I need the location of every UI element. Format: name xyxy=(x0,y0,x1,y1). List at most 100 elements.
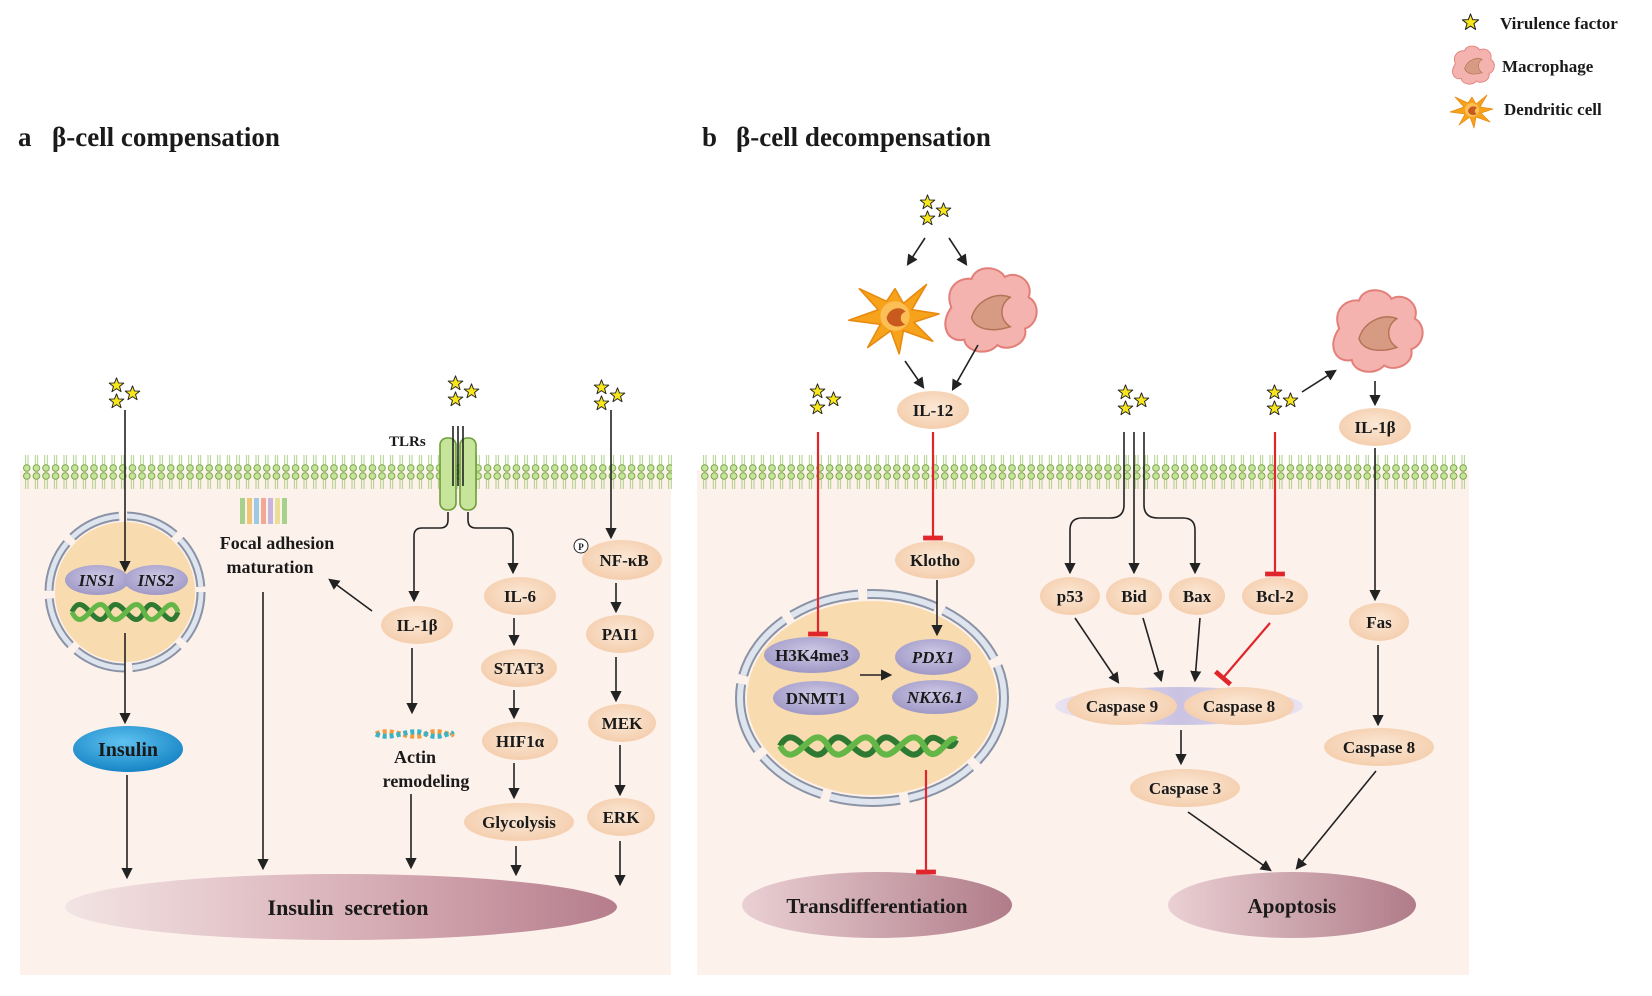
il1b-label-a: IL-1β xyxy=(396,616,437,635)
virulence-cluster-b3 xyxy=(1267,385,1298,415)
bid-node xyxy=(1106,577,1162,615)
glycolysis-node xyxy=(464,803,574,841)
virulence-cluster-b2 xyxy=(1118,385,1149,415)
caspase8-right-label: Caspase 8 xyxy=(1343,738,1415,757)
nkx61-node xyxy=(892,680,978,714)
apoptosis-node xyxy=(1168,872,1416,938)
apoptosis-label: Apoptosis xyxy=(1248,894,1337,918)
dnmt1-label: DNMT1 xyxy=(786,689,846,708)
caspase8-right-node xyxy=(1324,728,1434,766)
pai1-node xyxy=(586,615,654,653)
macrophage-cell-right xyxy=(1332,289,1424,373)
gene-ins1 xyxy=(65,565,129,595)
h3k4me3-node xyxy=(764,637,860,673)
bid-label: Bid xyxy=(1121,587,1147,606)
glycolysis-label: Glycolysis xyxy=(482,813,556,832)
tlr-receptor xyxy=(439,426,477,511)
caspase3-node xyxy=(1130,769,1240,807)
focal-adhesion-icon xyxy=(240,498,287,524)
ins1-label: INS1 xyxy=(78,571,116,590)
dnmt1-node xyxy=(773,681,859,715)
virulence-cluster-b1 xyxy=(810,384,841,414)
il12-node xyxy=(897,391,969,429)
phospho-icon xyxy=(573,538,589,554)
transdifferentiation-label: Transdifferentiation xyxy=(786,894,968,918)
tlrs-label: TLRs xyxy=(389,434,426,450)
bax-label: Bax xyxy=(1183,587,1212,606)
legend-virulence-label: Virulence factor xyxy=(1500,14,1618,33)
actin-label-1: Actin xyxy=(394,747,436,767)
ins2-label: INS2 xyxy=(137,571,175,590)
bcl2-label: Bcl-2 xyxy=(1256,587,1294,606)
il1b-node-a xyxy=(381,606,453,644)
panel-a-arrows xyxy=(119,410,626,887)
focal-adhesion-label-2: maturation xyxy=(227,557,314,577)
caspase9-node xyxy=(1067,687,1177,725)
nfkb-label: NF-κB xyxy=(599,551,648,570)
dendritic-cell xyxy=(848,283,940,355)
virulence-cluster-a1 xyxy=(109,378,140,408)
transdifferentiation-node xyxy=(742,872,1012,938)
panel-b-arrows xyxy=(860,237,1384,872)
caspase8-label: Caspase 8 xyxy=(1203,697,1275,716)
nucleus-a xyxy=(44,511,206,673)
hif1a-node xyxy=(482,722,558,760)
klotho-node xyxy=(895,541,975,579)
dendritic-cell-icon xyxy=(1449,94,1494,129)
p53-node xyxy=(1040,577,1100,615)
p53-label: p53 xyxy=(1057,587,1083,606)
virulence-cluster-b-top xyxy=(920,195,951,225)
insulin-node xyxy=(73,726,183,772)
panel-b-letter: b xyxy=(702,122,717,152)
macrophage-cell xyxy=(944,267,1038,353)
pdx1-node xyxy=(895,639,971,675)
il1b-label-b: IL-1β xyxy=(1354,418,1395,437)
caspase9-label: Caspase 9 xyxy=(1086,697,1158,716)
erk-node xyxy=(587,798,655,836)
il6-label: IL-6 xyxy=(504,587,536,606)
legend-macrophage-label: Macrophage xyxy=(1502,57,1594,76)
il1b-node-b xyxy=(1339,408,1411,446)
bax-node xyxy=(1169,577,1225,615)
gene-ins2 xyxy=(124,565,188,595)
nfkb-node xyxy=(582,540,662,580)
mek-label: MEK xyxy=(602,714,643,733)
legend: Virulence factor Macrophage Dendritic ce… xyxy=(1449,13,1618,129)
erk-label: ERK xyxy=(603,808,641,827)
actin-label-2: remodeling xyxy=(383,771,470,791)
klotho-label: Klotho xyxy=(910,551,960,570)
legend-dendritic-label: Dendritic cell xyxy=(1504,100,1602,119)
virulence-cluster-a3 xyxy=(594,380,625,410)
mek-node xyxy=(588,704,656,742)
il6-node xyxy=(484,577,556,615)
stat3-label: STAT3 xyxy=(494,659,544,678)
insulin-secretion-label: Insulin secretion xyxy=(268,895,429,920)
insulin-secretion-node xyxy=(65,874,617,940)
panel-a-title: β-cell compensation xyxy=(52,122,280,152)
panel-b-title: β-cell decompensation xyxy=(736,122,991,152)
il12-label: IL-12 xyxy=(913,401,954,420)
h3k4me3-label: H3K4me3 xyxy=(775,646,849,665)
virulence-cluster-a2 xyxy=(448,376,479,406)
bcl2-node xyxy=(1242,577,1308,615)
macrophage-icon xyxy=(1452,45,1495,85)
membrane-a xyxy=(22,454,672,494)
nkx61-label: NKX6.1 xyxy=(906,688,963,707)
membrane-b xyxy=(700,454,1469,494)
focal-adhesion-label-1: Focal adhesion xyxy=(220,533,335,553)
stat3-node xyxy=(481,649,557,687)
hif1a-label: HIF1α xyxy=(496,732,545,751)
panel-b-inhibitions xyxy=(808,432,1285,875)
insulin-label: Insulin xyxy=(98,739,158,761)
panel-a-letter: a xyxy=(18,122,32,152)
pai1-label: PAI1 xyxy=(602,625,639,644)
actin-filament-icon xyxy=(374,729,455,739)
virulence-factor-icon xyxy=(1461,13,1480,30)
caspase3-label: Caspase 3 xyxy=(1149,779,1221,798)
fas-label: Fas xyxy=(1366,613,1392,632)
pdx1-label: PDX1 xyxy=(911,648,955,667)
caspase8-node xyxy=(1184,687,1294,725)
phospho-label: P xyxy=(578,542,584,552)
fas-node xyxy=(1349,603,1409,641)
